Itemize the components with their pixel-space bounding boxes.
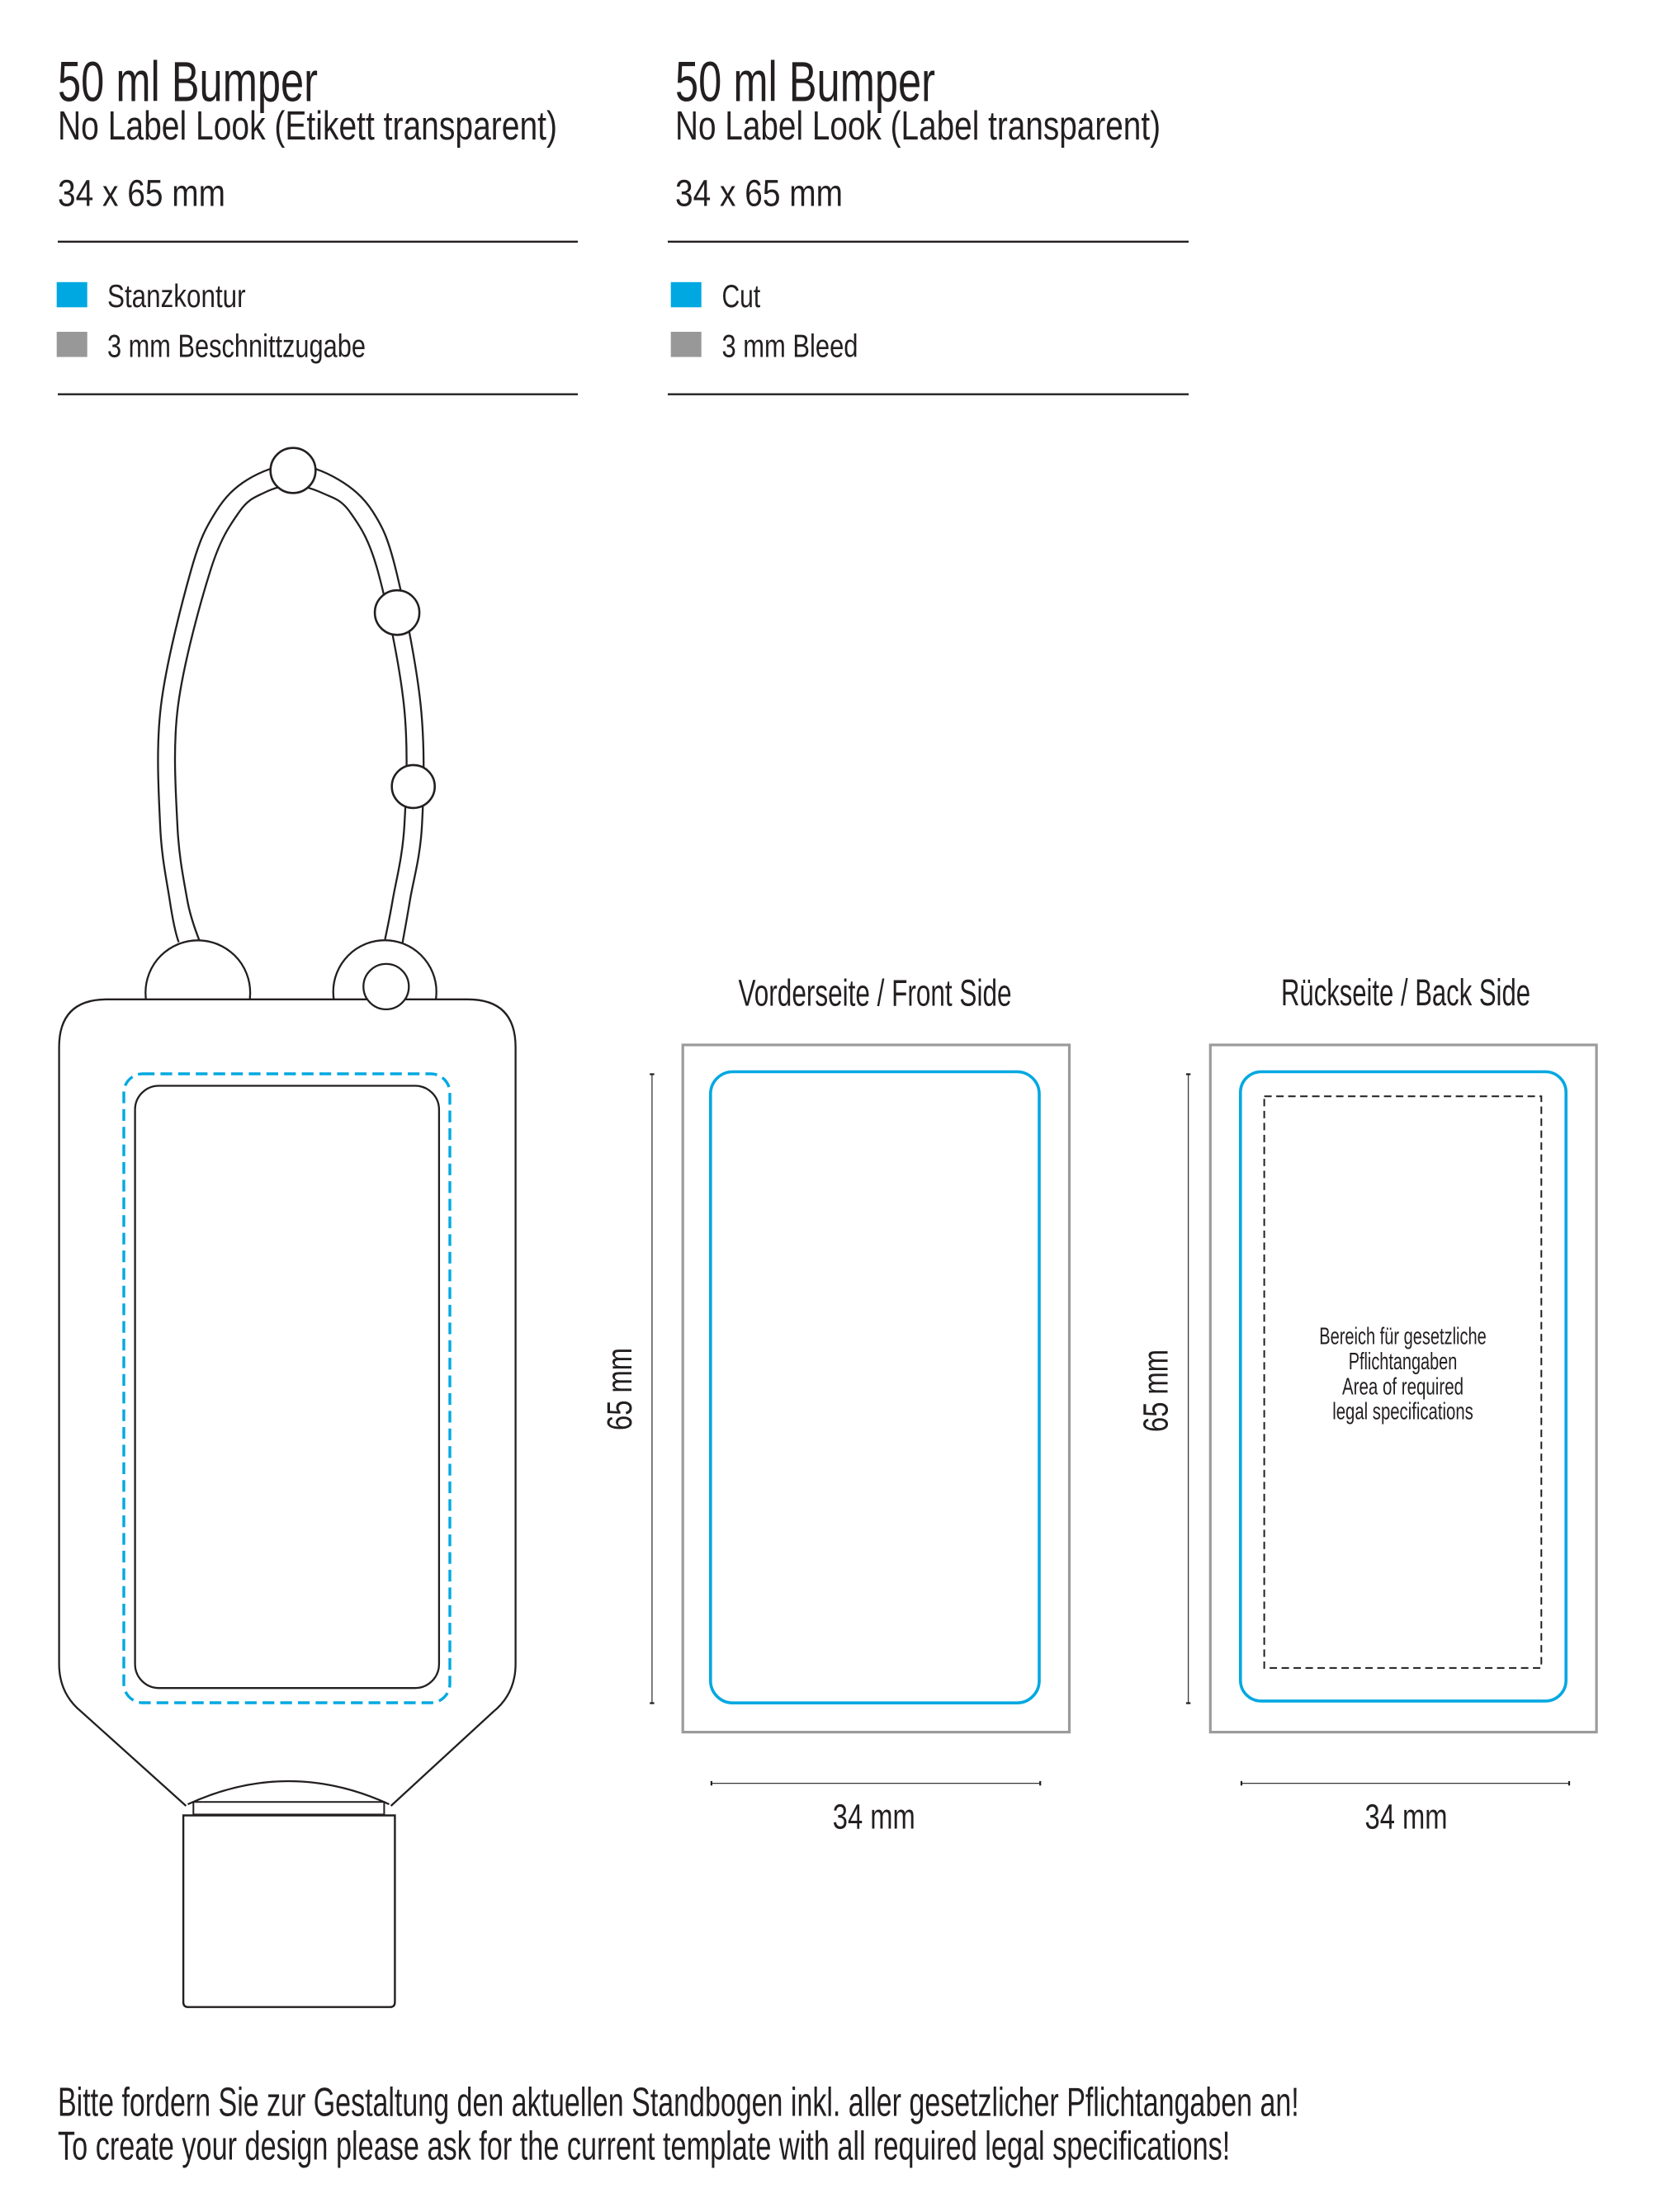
svg-text:50 ml Bumper: 50 ml Bumper: [675, 50, 935, 114]
svg-text:No Label Look (Label transpare: No Label Look (Label transparent): [675, 104, 1161, 149]
svg-text:To create your design please a: To create your design please ask for the…: [58, 2124, 1230, 2168]
svg-text:34 mm: 34 mm: [833, 1798, 915, 1837]
svg-text:65 mm: 65 mm: [600, 1348, 640, 1430]
svg-text:Pflichtangaben: Pflichtangaben: [1349, 1349, 1458, 1375]
svg-text:Stanzkontur: Stanzkontur: [107, 279, 246, 314]
svg-text:3 mm Beschnittzugabe: 3 mm Beschnittzugabe: [107, 328, 366, 364]
svg-text:34 x 65 mm: 34 x 65 mm: [675, 173, 843, 215]
svg-text:Cut: Cut: [722, 279, 761, 314]
svg-text:65 mm: 65 mm: [1137, 1349, 1176, 1432]
svg-text:50 ml Bumper: 50 ml Bumper: [58, 50, 318, 114]
svg-text:legal specifications: legal specifications: [1332, 1399, 1473, 1425]
svg-text:Bitte fordern Sie zur Gestaltu: Bitte fordern Sie zur Gestaltung den akt…: [58, 2080, 1299, 2125]
svg-text:Bereich für gesetzliche: Bereich für gesetzliche: [1319, 1324, 1487, 1350]
svg-text:Rückseite / Back Side: Rückseite / Back Side: [1281, 971, 1530, 1014]
svg-text:No Label Look (Etikett transpa: No Label Look (Etikett transparent): [58, 104, 557, 149]
svg-text:3 mm Bleed: 3 mm Bleed: [722, 328, 858, 364]
svg-text:34 x 65 mm: 34 x 65 mm: [58, 173, 225, 215]
svg-text:Vorderseite / Front Side: Vorderseite / Front Side: [739, 971, 1012, 1014]
svg-text:Area of required: Area of required: [1342, 1373, 1463, 1400]
svg-text:34 mm: 34 mm: [1365, 1798, 1448, 1837]
